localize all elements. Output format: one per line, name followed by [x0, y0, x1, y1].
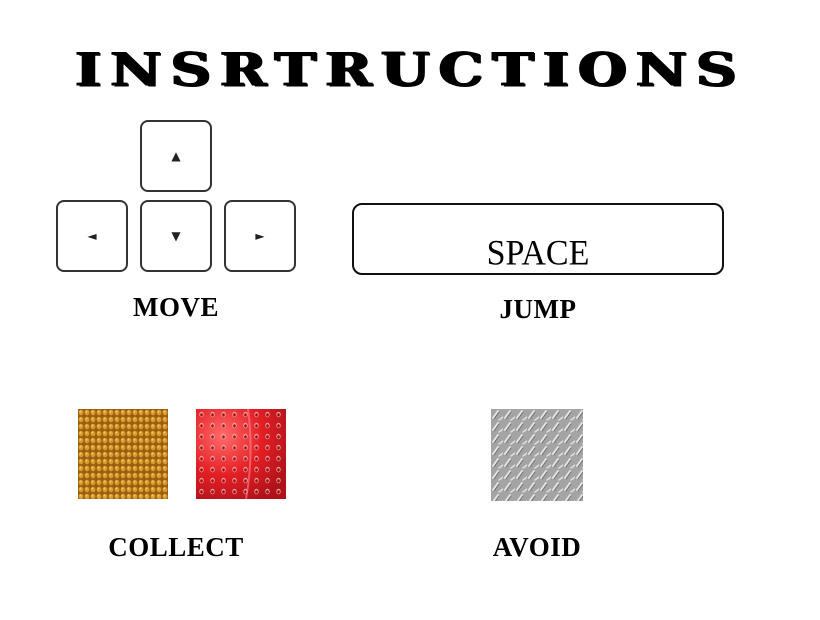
arrow-right-key: ►: [224, 200, 296, 272]
space-key: SPACE: [352, 203, 724, 275]
arrow-left-icon: ◄: [87, 229, 97, 243]
avoid-label: AVOID: [492, 532, 582, 562]
cracker-tile: [78, 409, 168, 499]
arrow-left-key: ◄: [56, 200, 128, 272]
strawberry-tile: [196, 409, 286, 499]
arrow-up-key: ▲: [140, 120, 212, 192]
arrow-down-icon: ▼: [171, 229, 181, 243]
strawberry-texture-icon: [196, 409, 286, 499]
instructions-title: INSRTRUCTIONS: [74, 42, 746, 98]
cracker-texture-icon: [78, 409, 168, 499]
space-key-label: SPACE: [486, 234, 590, 273]
move-label: MOVE: [133, 292, 219, 322]
diamond-plate-icon: [491, 409, 583, 501]
collect-label: COLLECT: [108, 532, 244, 562]
arrow-right-icon: ►: [255, 229, 265, 243]
arrow-up-icon: ▲: [171, 149, 181, 163]
jump-label: JUMP: [499, 294, 577, 324]
metal-plate-tile: [491, 409, 583, 501]
arrow-down-key: ▼: [140, 200, 212, 272]
